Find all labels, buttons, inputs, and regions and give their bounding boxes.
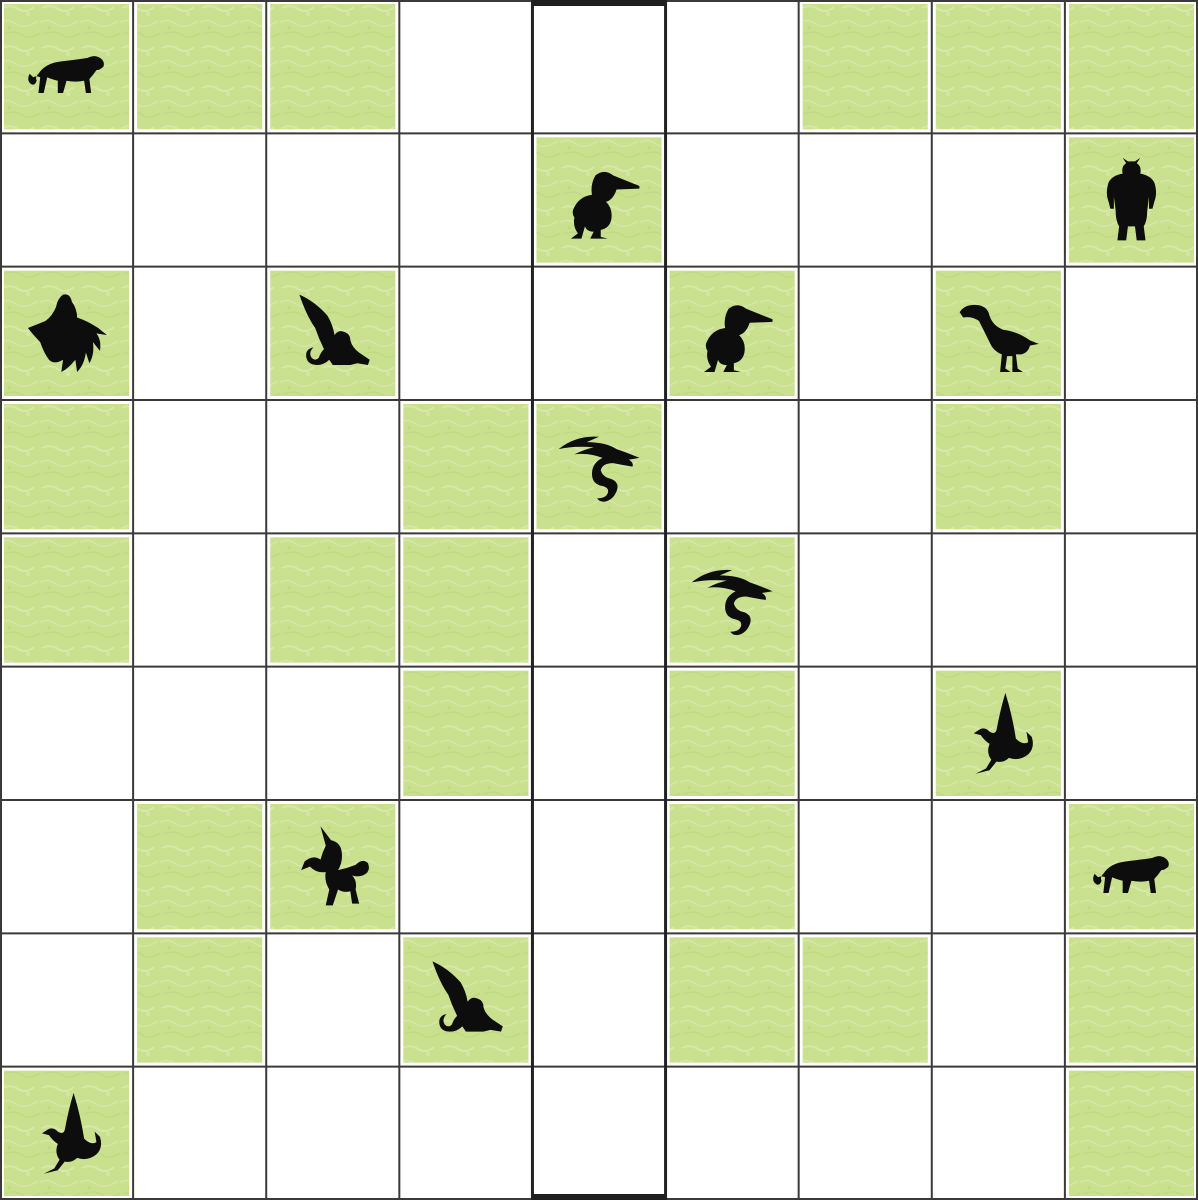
board-cell-r3-c8[interactable] (1065, 400, 1198, 533)
grass-tile (936, 404, 1061, 529)
grass-tile (270, 537, 395, 662)
board-cell-r0-c4[interactable] (532, 0, 665, 133)
board-cell-r1-c7[interactable] (932, 133, 1065, 266)
board-cell-r8-c2[interactable] (266, 1067, 399, 1200)
board-cell-r5-c8[interactable] (1065, 667, 1198, 800)
board-cell-r8-c3[interactable] (399, 1067, 532, 1200)
board-cell-r6-c6[interactable] (799, 800, 932, 933)
board-cell-r6-c7[interactable] (932, 800, 1065, 933)
board-cell-r7-c4[interactable] (532, 933, 665, 1066)
board-cell-r3-c6[interactable] (799, 400, 932, 533)
board-cell-r2-c1[interactable] (133, 267, 266, 400)
grass-tile (137, 804, 262, 929)
board-cell-r1-c6[interactable] (799, 133, 932, 266)
board-cell-r0-c3[interactable] (399, 0, 532, 133)
board-cell-r4-c8[interactable] (1065, 533, 1198, 666)
board-cell-r2-c6[interactable] (799, 267, 932, 400)
grass-tile (803, 4, 928, 129)
grass-tile (936, 4, 1061, 129)
board-cell-r8-c4[interactable] (532, 1067, 665, 1200)
grass-tile (670, 937, 795, 1062)
board-cell-r2-c8[interactable] (1065, 267, 1198, 400)
board-cell-r3-c5[interactable] (666, 400, 799, 533)
board-cell-r4-c7[interactable] (932, 533, 1065, 666)
board-cell-r7-c7[interactable] (932, 933, 1065, 1066)
board-cell-r5-c0[interactable] (0, 667, 133, 800)
grass-tile (1069, 937, 1194, 1062)
board-cell-r5-c2[interactable] (266, 667, 399, 800)
entry-marker-bar (532, 1194, 665, 1200)
grass-tile (670, 671, 795, 796)
board-cell-r5-c1[interactable] (133, 667, 266, 800)
board-cell-r6-c0[interactable] (0, 800, 133, 933)
board-cell-r2-c3[interactable] (399, 267, 532, 400)
board-cell-r0-c5[interactable] (666, 0, 799, 133)
board-cell-r1-c3[interactable] (399, 133, 532, 266)
board-cell-r7-c0[interactable] (0, 933, 133, 1066)
grass-tile (403, 537, 528, 662)
board-cell-r1-c2[interactable] (266, 133, 399, 266)
grass-tile (803, 937, 928, 1062)
board-cell-r6-c3[interactable] (399, 800, 532, 933)
board-cell-r4-c1[interactable] (133, 533, 266, 666)
grass-tile (1069, 1071, 1194, 1196)
board-cell-r4-c4[interactable] (532, 533, 665, 666)
grass-tile (1069, 4, 1194, 129)
board-cell-r3-c1[interactable] (133, 400, 266, 533)
grass-tile (137, 4, 262, 129)
board-cell-r1-c0[interactable] (0, 133, 133, 266)
board-cell-r4-c6[interactable] (799, 533, 932, 666)
board-cell-r3-c2[interactable] (266, 400, 399, 533)
board-cell-r1-c1[interactable] (133, 133, 266, 266)
board-cell-r8-c5[interactable] (666, 1067, 799, 1200)
grass-tile (4, 537, 129, 662)
entry-marker-bar (532, 0, 665, 6)
board-cell-r2-c4[interactable] (532, 267, 665, 400)
board-cell-r7-c2[interactable] (266, 933, 399, 1066)
board-cell-r1-c5[interactable] (666, 133, 799, 266)
grass-tile (403, 404, 528, 529)
grass-tile (137, 937, 262, 1062)
board-cell-r5-c4[interactable] (532, 667, 665, 800)
board-cell-r6-c4[interactable] (532, 800, 665, 933)
grass-tile (270, 4, 395, 129)
board-cell-r8-c6[interactable] (799, 1067, 932, 1200)
grass-tile (4, 404, 129, 529)
board-cell-r8-c7[interactable] (932, 1067, 1065, 1200)
grass-tile (670, 804, 795, 929)
grass-tile (403, 671, 528, 796)
board-cell-r5-c6[interactable] (799, 667, 932, 800)
board-cell-r8-c1[interactable] (133, 1067, 266, 1200)
